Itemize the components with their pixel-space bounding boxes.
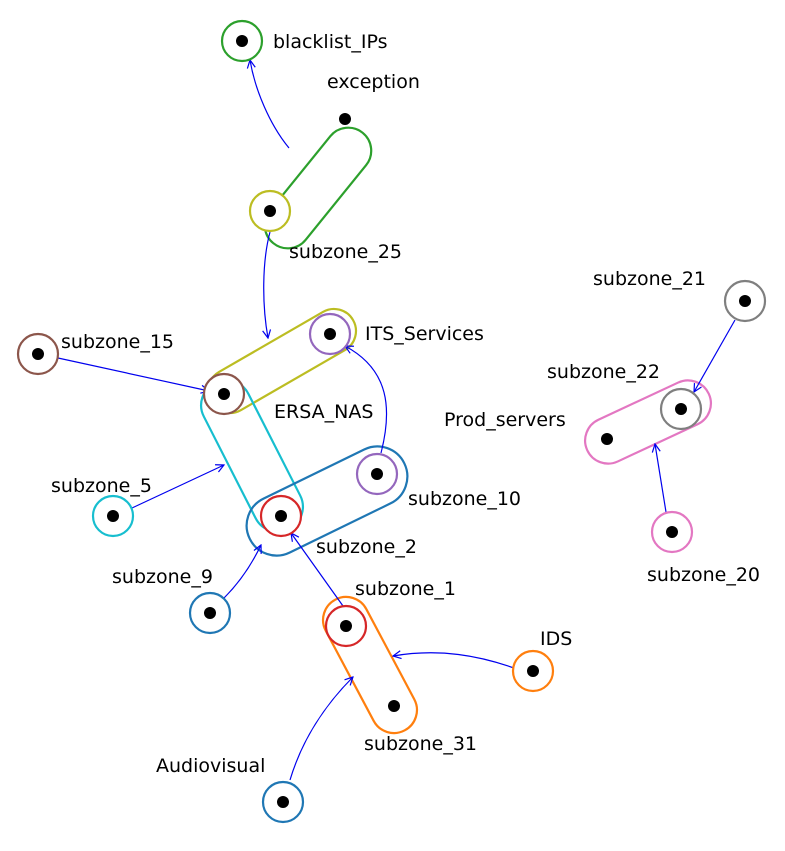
group-hull-subzone-10 <box>245 445 409 557</box>
node-dot <box>601 433 613 445</box>
node-dot <box>204 607 216 619</box>
group-hull-exception <box>263 126 373 250</box>
node-dot <box>666 526 678 538</box>
node-its-services[interactable] <box>308 312 352 356</box>
group-hull-subzone-1 <box>321 595 419 735</box>
node-blacklist-ips[interactable] <box>220 19 264 63</box>
node-subzone-10[interactable] <box>355 452 399 496</box>
label-subzone-22: subzone_22 <box>547 361 660 383</box>
edge-subzone-5-to-ersa-nas <box>131 465 224 509</box>
node-subzone-1[interactable] <box>324 604 368 648</box>
node-dot <box>218 388 230 400</box>
node-dot <box>339 113 351 125</box>
node-dot <box>675 403 687 415</box>
node-exception[interactable] <box>339 113 351 125</box>
label-prod-servers: Prod_servers <box>444 409 566 431</box>
node-audiovisual[interactable] <box>261 780 305 824</box>
node-dot <box>527 665 539 677</box>
edge-subzone-21-to-subzone-22 <box>694 319 736 392</box>
label-subzone-5: subzone_5 <box>51 475 152 497</box>
edge-subzone-1-to-subzone-2 <box>291 533 344 607</box>
label-ids: IDS <box>540 628 572 650</box>
label-subzone-1: subzone_1 <box>355 578 456 600</box>
node-prod-servers[interactable] <box>601 433 613 445</box>
label-exception: exception <box>327 71 420 93</box>
edge-audiovisual-to-subzone-1 <box>289 677 353 781</box>
label-its-services: ITS_Services <box>365 323 484 345</box>
edge-subzone-25-to-its-services <box>264 231 270 338</box>
node-dot <box>264 205 276 217</box>
node-subzone-21[interactable] <box>723 279 767 323</box>
label-subzone-9: subzone_9 <box>112 566 213 588</box>
node-dot <box>371 468 383 480</box>
label-blacklist-ips: blacklist_IPs <box>273 31 387 53</box>
node-subzone-22[interactable] <box>659 387 703 431</box>
edge-subzone-15-to-ersa-nas <box>57 357 209 391</box>
edge-exception-to-blacklist-ips <box>250 60 290 149</box>
label-audiovisual: Audiovisual <box>156 755 265 777</box>
node-subzone-25[interactable] <box>248 189 292 233</box>
node-dot <box>277 796 289 808</box>
node-dot <box>236 35 248 47</box>
node-dot <box>107 510 119 522</box>
node-dot <box>388 700 400 712</box>
node-dot <box>340 620 352 632</box>
node-subzone-15[interactable] <box>16 332 60 376</box>
label-subzone-25: subzone_25 <box>289 241 402 263</box>
label-subzone-31: subzone_31 <box>364 733 477 755</box>
node-subzone-2[interactable] <box>259 494 303 538</box>
edge-ids-to-subzone-1 <box>393 653 515 669</box>
label-subzone-2: subzone_2 <box>316 536 417 558</box>
label-ersa-nas: ERSA_NAS <box>274 401 373 423</box>
label-subzone-21: subzone_21 <box>593 268 706 290</box>
label-subzone-15: subzone_15 <box>61 331 174 353</box>
edge-subzone-20-to-prod-servers <box>655 444 667 513</box>
node-ersa-nas[interactable] <box>202 372 246 416</box>
node-subzone-20[interactable] <box>650 510 694 554</box>
node-subzone-5[interactable] <box>91 494 135 538</box>
edge-subzone-9-to-subzone-10 <box>223 545 261 599</box>
node-dot <box>324 328 336 340</box>
node-dot <box>32 348 44 360</box>
node-ids[interactable] <box>511 649 555 693</box>
node-dot <box>275 510 287 522</box>
node-subzone-31[interactable] <box>388 700 400 712</box>
edge-subzone-10-to-its-services <box>345 346 388 454</box>
label-subzone-10: subzone_10 <box>408 488 521 510</box>
node-subzone-9[interactable] <box>188 591 232 635</box>
label-subzone-20: subzone_20 <box>647 564 760 586</box>
node-dot <box>739 295 751 307</box>
